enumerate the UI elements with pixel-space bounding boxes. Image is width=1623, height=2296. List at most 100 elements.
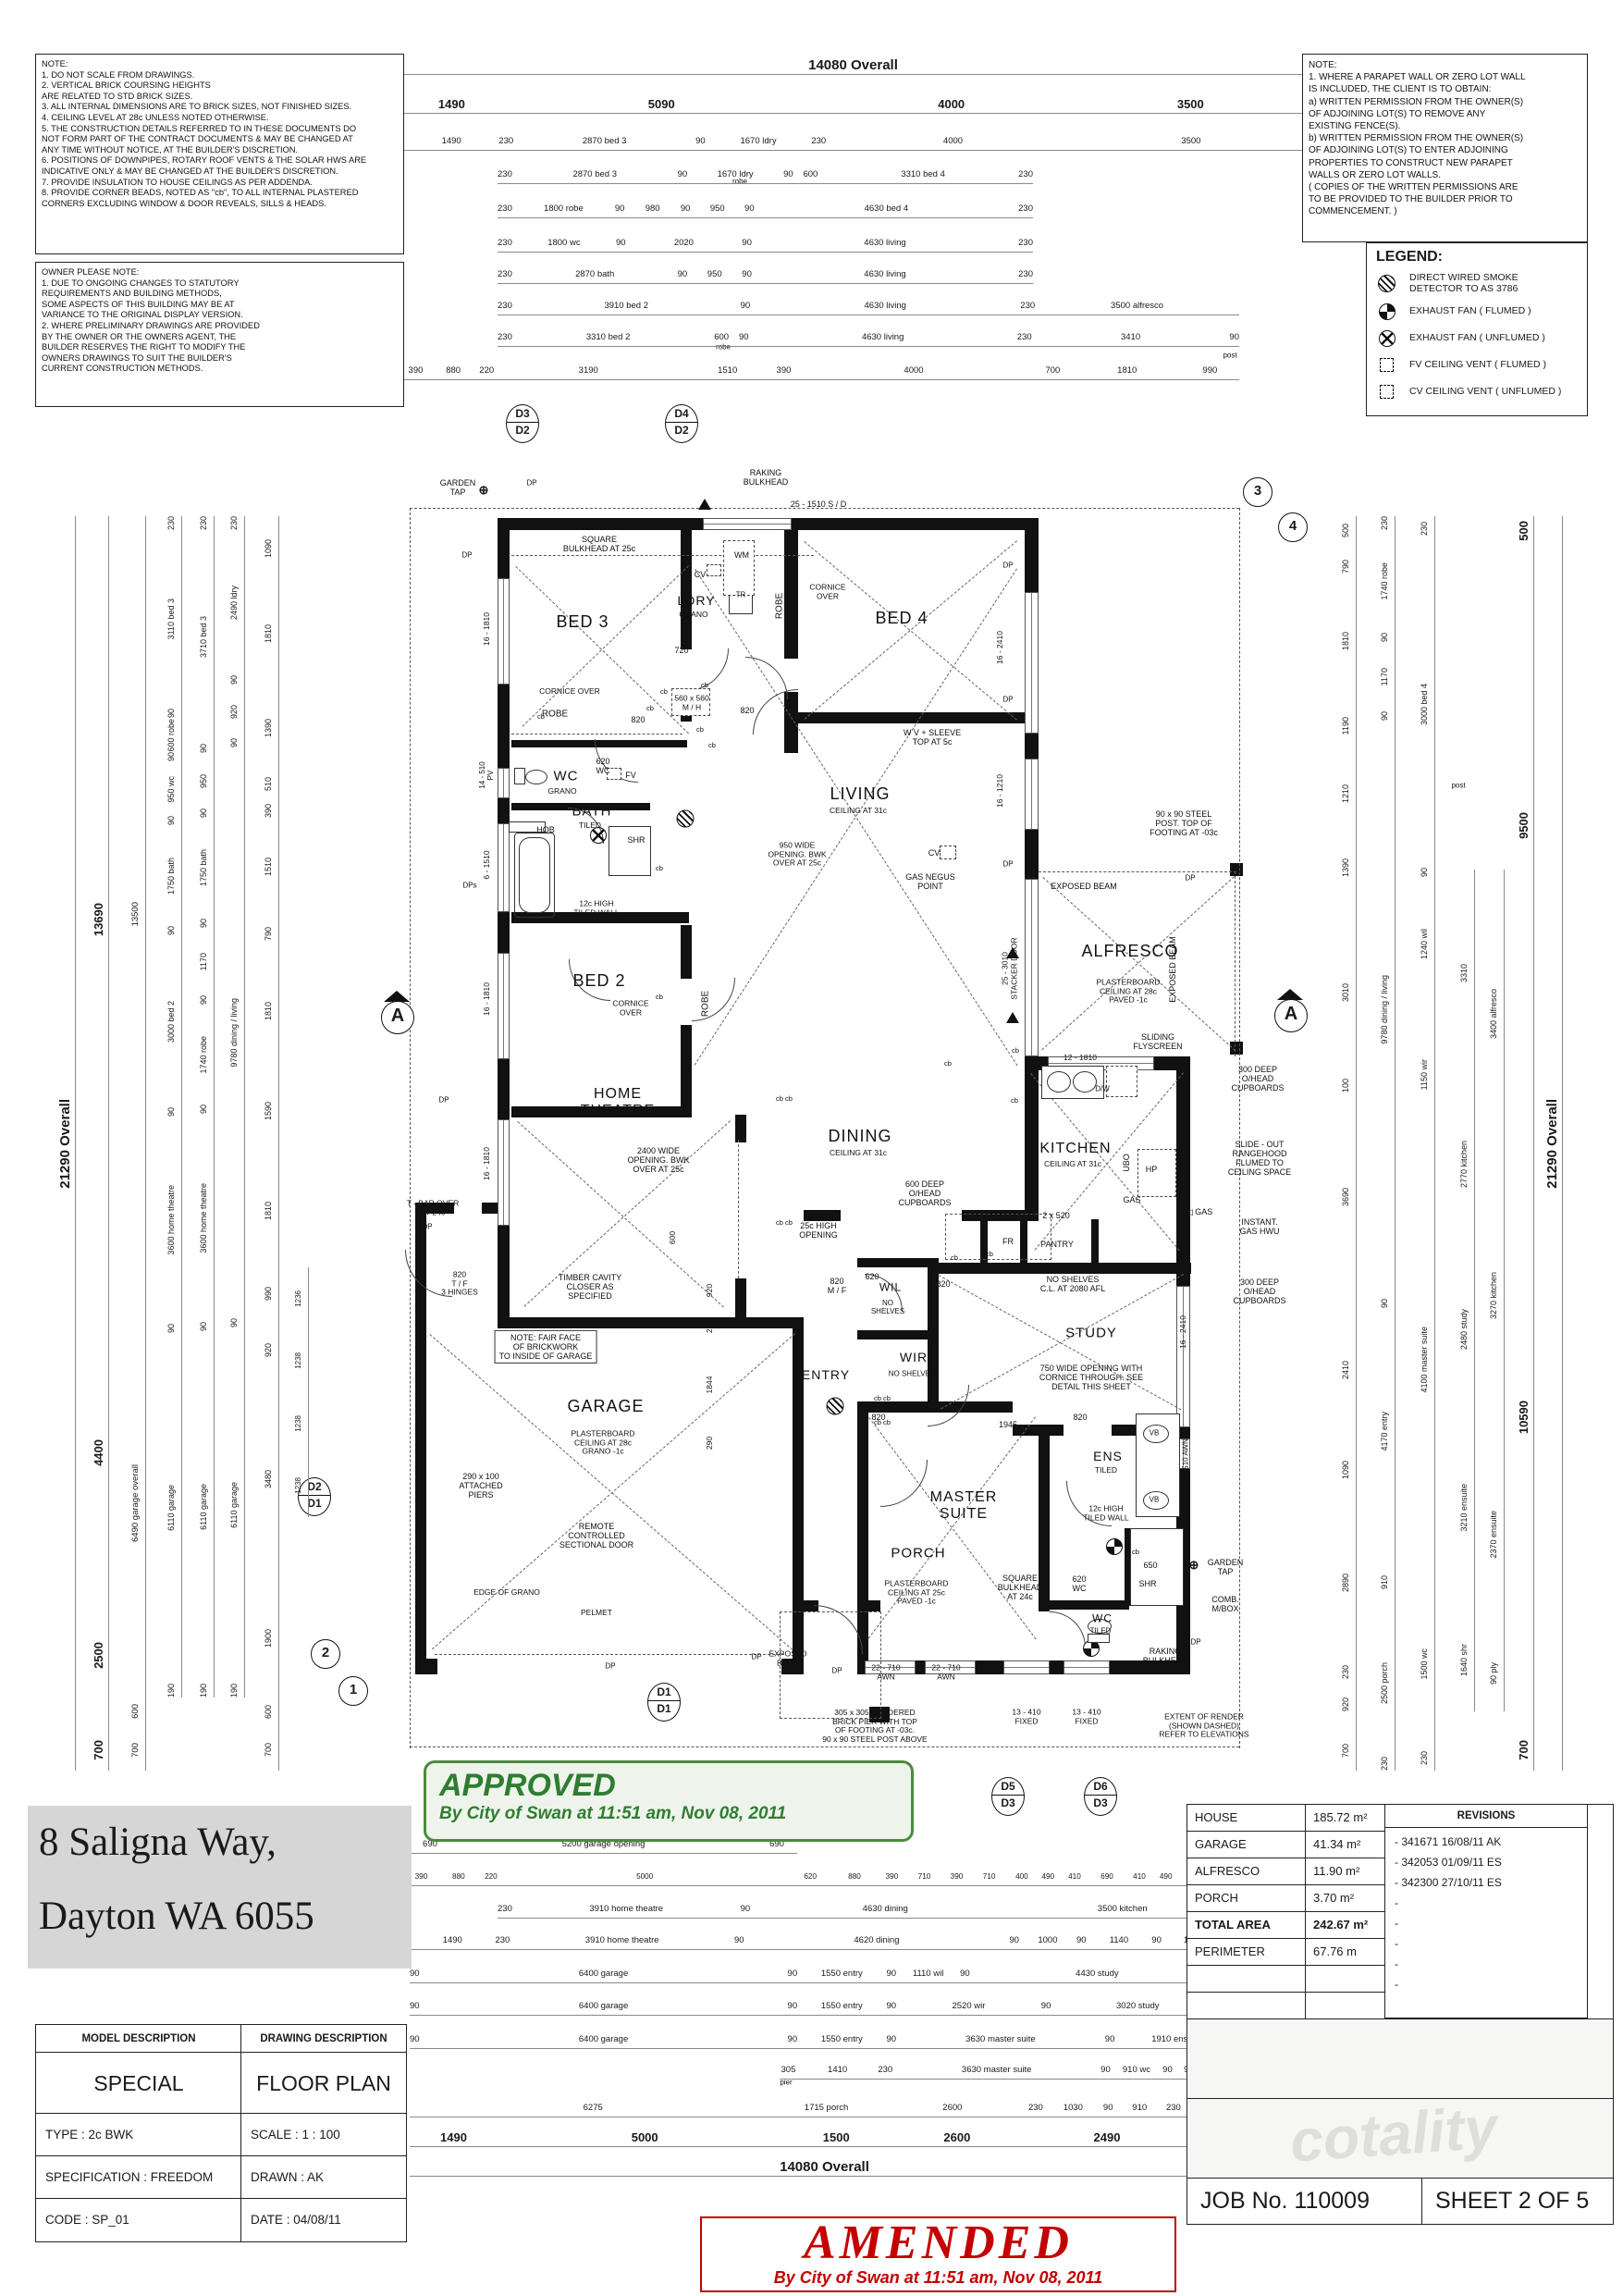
dim-label: 90	[1102, 2102, 1113, 2113]
plan-label: CORNICE OVER	[809, 582, 846, 600]
dim-label: 1900	[264, 1628, 273, 1648]
dim-label: 2870 bath	[575, 268, 615, 279]
dim-label: 230	[1020, 300, 1036, 311]
dim-label: 3710 bed 3	[199, 616, 208, 659]
wall	[1013, 1425, 1064, 1436]
dim-label: 4400	[91, 1438, 105, 1466]
dim-label: 90	[960, 1968, 970, 1979]
dim-label: 690	[769, 1838, 784, 1849]
dim-label: 90	[738, 331, 749, 342]
plan-label: VB	[1149, 1495, 1160, 1504]
wall	[804, 1210, 841, 1221]
legend-box: LEGEND: DIRECT WIRED SMOKE DETECTOR TO A…	[1366, 242, 1588, 416]
dim-label: 3270 kitchen	[1489, 1272, 1498, 1320]
dim-label: 3310 bed 4	[901, 168, 945, 179]
plan-label: 600 DEEP O/HEAD CUPBOARDS	[898, 1179, 952, 1208]
dim-label: 1190	[1341, 717, 1350, 735]
dim-label: 790	[1341, 560, 1350, 574]
dim-label: 10590	[1516, 1401, 1531, 1435]
dim-label: 1238	[293, 1352, 302, 1370]
dim-label: 90	[1380, 1299, 1389, 1309]
fixture-box	[514, 768, 525, 784]
wall	[415, 1659, 437, 1674]
dim-label: 230	[229, 516, 239, 531]
dim-line	[410, 1885, 1239, 1886]
wall	[1151, 1056, 1190, 1070]
dim-label: 90	[199, 744, 208, 754]
symbol-smoke	[826, 1397, 844, 1415]
dim-label: 1750 bath	[199, 849, 208, 887]
legend-item-label: DIRECT WIRED SMOKE DETECTOR TO AS 3786	[1409, 272, 1518, 294]
plan-label: WC	[1092, 1611, 1113, 1625]
symbol-arr	[1006, 947, 1019, 958]
legend-item: EXHAUST FAN ( FLUMED )	[1376, 301, 1578, 321]
window	[1064, 1660, 1110, 1674]
plan-label: REMOTE CONTROLLED SECTIONAL DOOR	[559, 1521, 634, 1550]
dim-label: 230	[1018, 203, 1033, 214]
dim-label: 4170 entry	[1380, 1412, 1389, 1451]
dim-label: 1810	[264, 624, 273, 644]
wall	[867, 1600, 880, 1611]
area-row-value	[1305, 1965, 1386, 1993]
dim-label: 90	[740, 1903, 751, 1914]
dim-label: 410	[1068, 1871, 1081, 1881]
dim-label: 13690	[91, 902, 105, 937]
plan-label: T - BAR OVER AT 24c	[406, 1198, 460, 1216]
dim-line	[404, 74, 1302, 75]
wall	[1050, 1600, 1129, 1610]
dim-label: 230	[498, 268, 512, 279]
dim-label: 1240 wil	[1420, 929, 1429, 960]
dim-line	[498, 252, 1033, 253]
dim-label: 1510	[264, 857, 273, 876]
dim-label: 90	[742, 237, 752, 248]
plan-label: 13 - 410 FIXED	[1012, 1707, 1041, 1725]
dim-label: 950	[709, 203, 725, 214]
dim-label: 3310	[1459, 964, 1469, 983]
wall	[498, 1317, 804, 1328]
plan-label: 820	[936, 1278, 951, 1289]
dim-label: 90	[787, 2000, 798, 2011]
plan-label: 820	[740, 705, 755, 715]
plan-label: 12c HIGH TILED WALL	[1083, 1503, 1129, 1522]
plan-label: 1945	[998, 1419, 1018, 1429]
plan-label: NOTE: FAIR FACE OF BRICKWORK TO INSIDE O…	[494, 1329, 597, 1364]
wall	[681, 925, 692, 979]
window	[1025, 592, 1039, 734]
dim-line	[410, 2015, 1239, 2016]
wall	[511, 803, 650, 810]
dim-label: 1910 ens	[1151, 2033, 1188, 2044]
symbol-fanu	[590, 827, 607, 844]
wall	[415, 1203, 454, 1214]
fixture-dashbox	[1137, 1149, 1176, 1197]
address-line-2: Dayton WA 6055	[39, 1895, 314, 1938]
dim-label: 1490	[440, 2129, 467, 2144]
dim-line	[1474, 870, 1475, 1711]
dim-label: 2870 bed 3	[572, 168, 617, 179]
dim-label: 3910 home theatre	[584, 1934, 659, 1945]
model-description-value: SPECIAL	[35, 2052, 242, 2115]
dim-label: 700	[1516, 1739, 1531, 1760]
blank-panel-1	[1187, 2018, 1614, 2100]
dim-label: 1750 bath	[166, 857, 176, 895]
dim-label: 1670 ldry	[740, 135, 777, 146]
dim-column: 21290 Overall	[1543, 516, 1561, 1771]
legend-item: EXHAUST FAN ( UNFLUMED )	[1376, 327, 1578, 348]
dim-label: 920	[229, 704, 239, 719]
plan-label: EXPOSED BEAM	[1051, 881, 1117, 891]
plan-label: 820	[631, 714, 646, 724]
dim-label: 6110 garage	[166, 1485, 176, 1532]
dim-label: 90	[229, 1317, 239, 1327]
dim-label: 4620 dining	[854, 1934, 900, 1945]
plan-label: DP	[1002, 695, 1014, 704]
dim-label: 90	[410, 2000, 420, 2011]
dim-label: 1550 entry	[820, 1968, 863, 1979]
dim-label: 490	[1041, 1871, 1055, 1881]
fixture-oval	[1088, 1619, 1112, 1634]
plan-label: DP	[1002, 561, 1014, 570]
dim-label: 3500 alfresco	[1111, 300, 1164, 311]
dim-label: 980	[645, 203, 660, 214]
